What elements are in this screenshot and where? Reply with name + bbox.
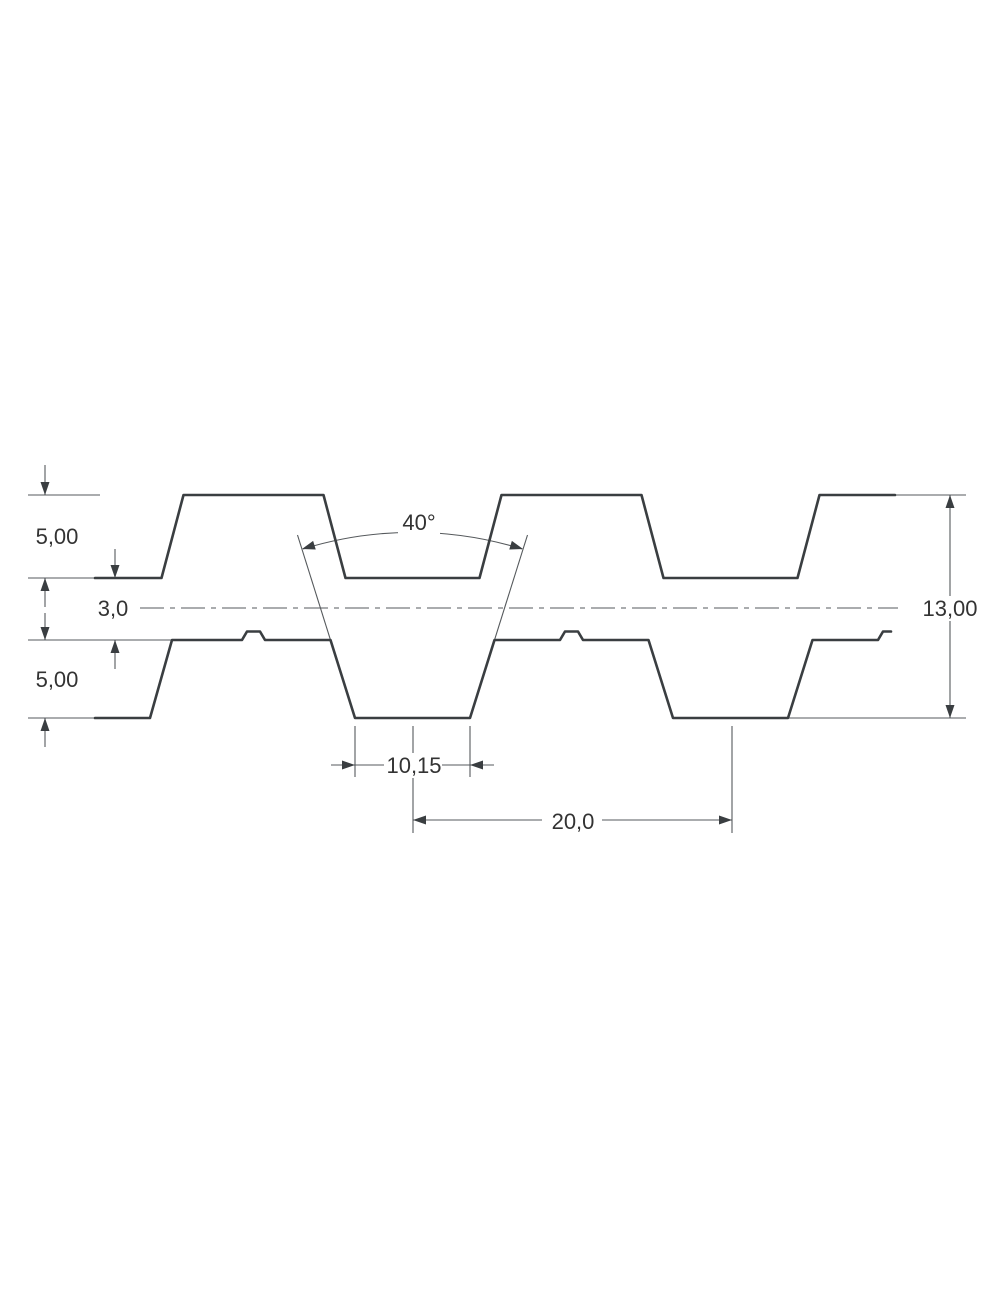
dimension-arrowheads — [40, 482, 955, 825]
dim-flank-angle: 40° — [402, 510, 435, 535]
flank-construction-lines — [296, 534, 529, 641]
dim-core-thickness: 3,0 — [98, 596, 129, 621]
extension-lines — [28, 494, 966, 833]
belt-top-profile — [93, 493, 897, 580]
dim-bottom-tooth-height: 5,00 — [36, 667, 79, 692]
label-masks — [384, 508, 986, 833]
dimension-labels: 5,00 3,0 5,00 13,00 40° 10,15 20,0 — [36, 510, 978, 834]
dim-tooth-pitch: 20,0 — [552, 809, 595, 834]
dim-top-tooth-height: 5,00 — [36, 524, 79, 549]
belt-bottom-profile — [93, 630, 893, 720]
dim-total-thickness: 13,00 — [922, 596, 977, 621]
belt-profile — [93, 493, 897, 720]
dim-tooth-tip-width: 10,15 — [386, 753, 441, 778]
